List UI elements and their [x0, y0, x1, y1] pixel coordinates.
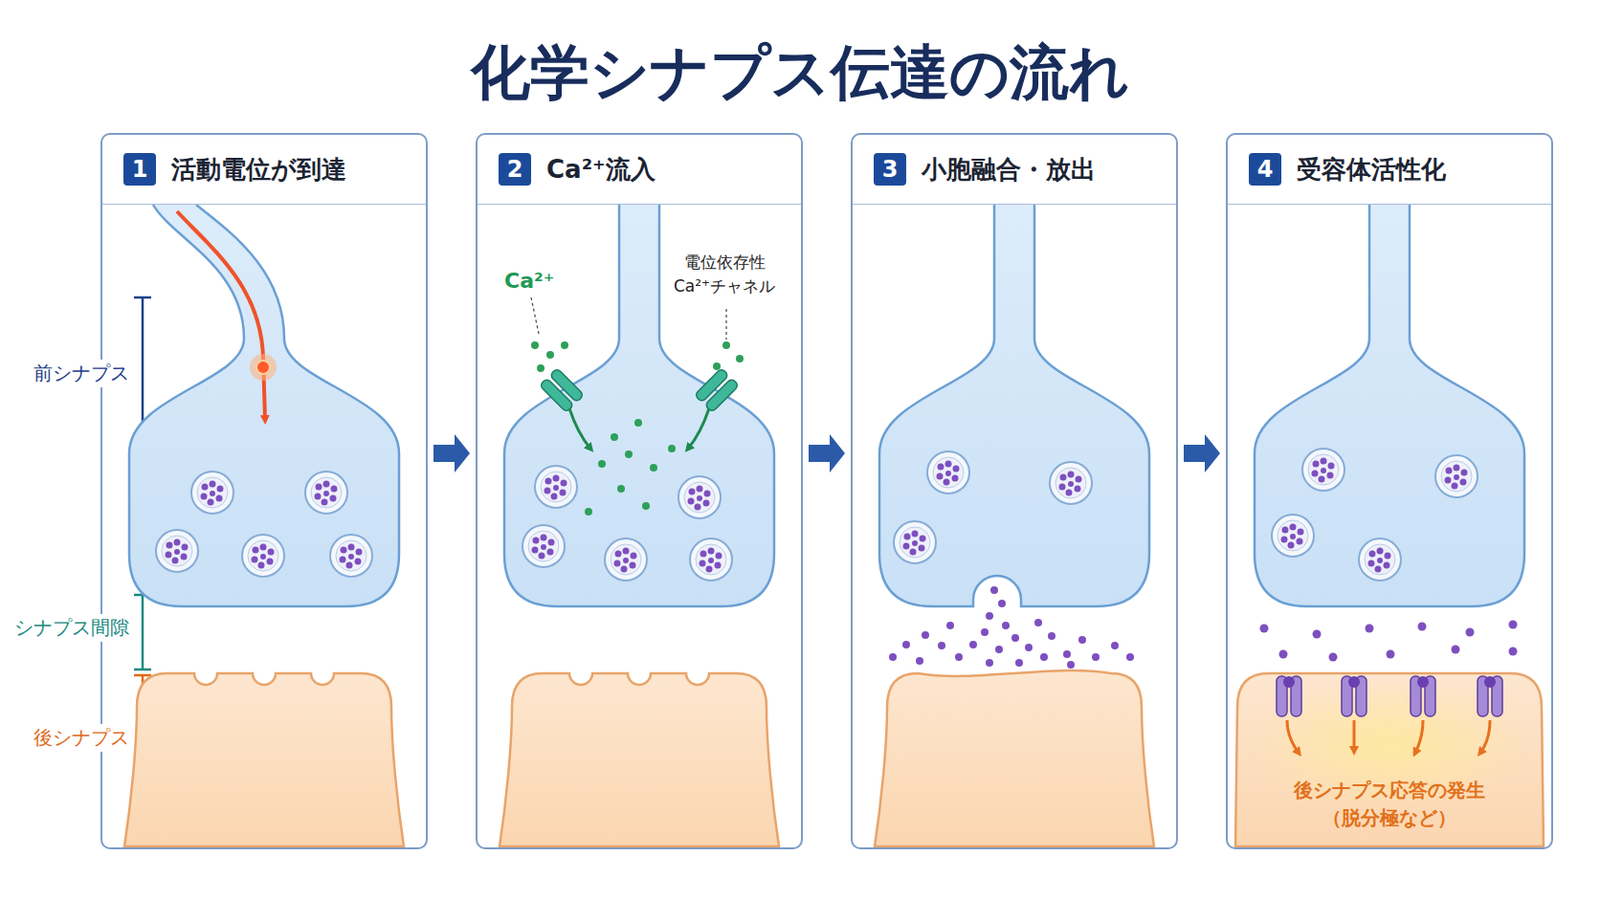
panel-header: 4 受容体活性化 [1227, 134, 1552, 205]
region-label: 前シナプス [13, 359, 132, 388]
step-panel: 2 Ca²⁺流入 [475, 133, 803, 850]
callout-label: 電位依存性 Ca²⁺チャネル [664, 250, 785, 298]
panel-header: 2 Ca²⁺流入 [477, 134, 801, 205]
panel-4-art [1235, 204, 1544, 847]
region-label: シナプス間隙 [5, 614, 132, 643]
step-number: 3 [873, 153, 907, 186]
flow-arrow [433, 434, 470, 473]
step-number: 4 [1248, 153, 1282, 186]
step-panel: 3 小胞融合・放出 [850, 133, 1178, 850]
flow-arrow [808, 434, 845, 473]
step-number: 1 [123, 153, 156, 186]
step-panel: 1 活動電位が到達 [100, 133, 428, 850]
panel-header: 1 活動電位が到達 [102, 134, 426, 205]
region-label: 後シナプス [13, 724, 132, 753]
response-label: 後シナプス応答の発生 （脱分極など） [1274, 777, 1505, 833]
step-heading: 活動電位が到達 [171, 153, 347, 187]
panel-header: 3 小胞融合・放出 [852, 134, 1177, 205]
step-heading: Ca²⁺流入 [546, 153, 656, 187]
panel-2-art [499, 204, 779, 847]
step-panel: 4 受容体活性化 [1225, 133, 1554, 850]
step-number: 2 [498, 153, 532, 186]
panel-1-art [124, 204, 404, 847]
callout-label: Ca²⁺ [504, 266, 572, 297]
diagram-title: 化学シナプス伝達の流れ [0, 32, 1600, 113]
step-heading: 小胞融合・放出 [921, 153, 1096, 187]
flow-arrow [1183, 434, 1221, 473]
panel-3-art [874, 204, 1155, 847]
step-heading: 受容体活性化 [1296, 153, 1446, 187]
